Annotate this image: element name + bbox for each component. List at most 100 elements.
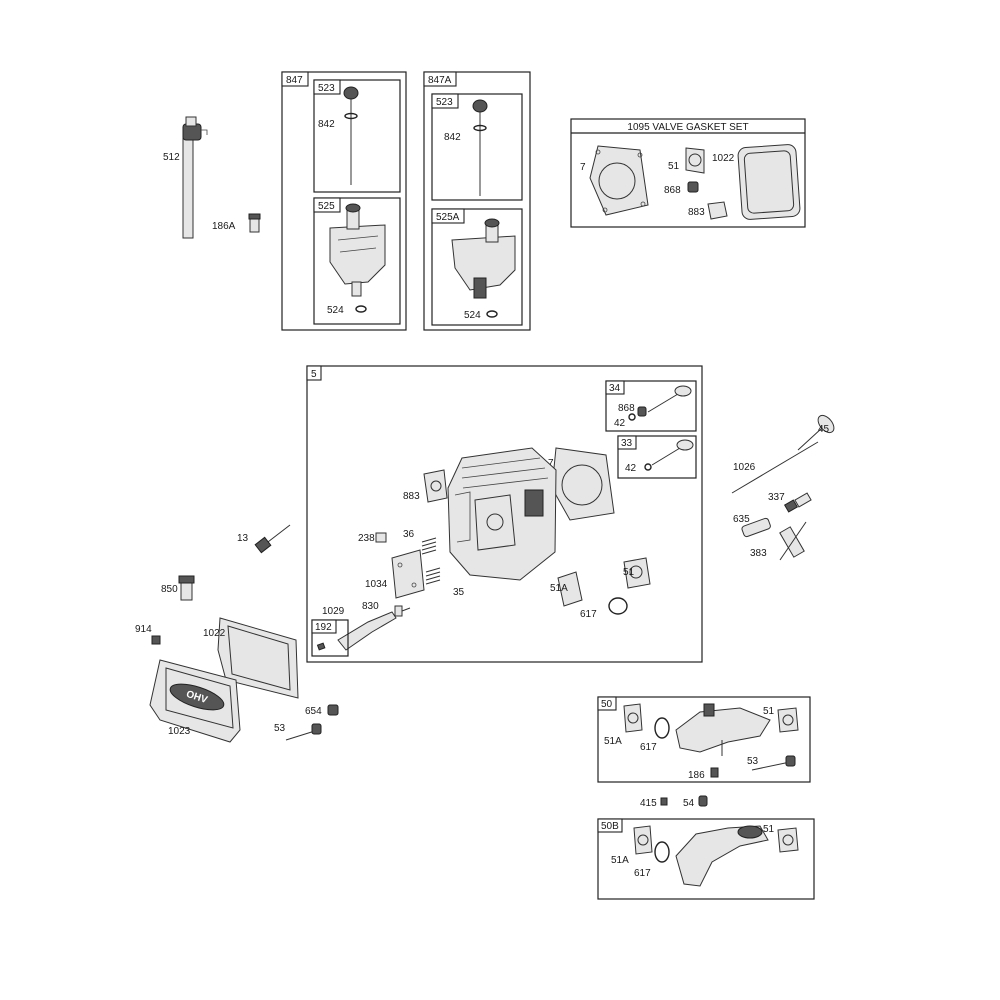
valve-cover-1023-part: OHV <box>149 659 241 743</box>
head-gasket-7-part <box>551 447 615 521</box>
rocker-arm-1029-part <box>337 611 397 651</box>
group-box-50-intake <box>597 696 811 783</box>
sub-box-523 <box>313 79 401 193</box>
part-label-830: 830 <box>362 601 379 612</box>
part-label-1029: 1029 <box>322 606 345 617</box>
dipstick-tube-part <box>182 116 208 239</box>
intake-manifold-b-part <box>675 825 769 887</box>
group-title-847a: 847A <box>428 75 452 86</box>
spark-plug-337-part <box>783 492 812 513</box>
part-label-51a-c: 51A <box>604 736 622 747</box>
nut-54-part <box>698 795 708 807</box>
part-label-512: 512 <box>163 152 180 163</box>
group-box-847a <box>423 71 531 331</box>
sub-box-label-525: 525 <box>318 201 335 212</box>
group-title-50b: 50B <box>601 821 619 832</box>
part-label-186a: 186A <box>212 221 236 232</box>
sub-box-33 <box>617 435 697 479</box>
valve-cover-gasket-part <box>737 144 801 220</box>
sub-box-label-523-b: 523 <box>436 97 453 108</box>
push-rod-1026-part <box>731 441 819 494</box>
part-label-51a: 51A <box>550 583 568 594</box>
part-label-186: 186 <box>688 770 705 781</box>
group-title-33: 33 <box>621 438 633 449</box>
part-label-51a-d: 51A <box>611 855 629 866</box>
part-label-524: 524 <box>327 305 344 316</box>
part-label-45: 45 <box>818 424 830 435</box>
part-label-54: 54 <box>683 798 695 809</box>
exhaust-valve-34-part <box>628 385 692 421</box>
part-label-1026: 1026 <box>733 462 756 473</box>
bolt-13-part <box>254 524 291 554</box>
part-label-13: 13 <box>237 533 249 544</box>
sub-box-34 <box>605 380 697 432</box>
group-box-50b-intake <box>597 818 815 900</box>
part-label-238: 238 <box>358 533 375 544</box>
part-label-883-b: 883 <box>403 491 420 502</box>
part-label-51-d: 51 <box>763 824 775 835</box>
gasket-51-d-part <box>777 827 799 853</box>
part-label-53: 53 <box>274 723 286 734</box>
part-label-1022-b: 1022 <box>203 628 226 639</box>
intake-valve-33-part <box>644 439 694 471</box>
cylinder-head-part <box>447 447 557 581</box>
sleeve-635-part <box>741 517 771 538</box>
part-label-524-b: 524 <box>464 310 481 321</box>
screw-415-part <box>660 797 668 806</box>
part-label-617-c: 617 <box>634 868 651 879</box>
part-label-883: 883 <box>688 207 705 218</box>
part-label-1022: 1022 <box>712 153 735 164</box>
part-label-850: 850 <box>161 584 178 595</box>
gasket-51a-c-part <box>623 703 643 733</box>
valve-seal-868-part <box>687 181 699 193</box>
screw-192-part <box>316 642 326 651</box>
group-title-847: 847 <box>286 75 303 86</box>
group-box-1095-valve-gasket-set <box>570 118 806 228</box>
o-ring-617-part <box>608 597 628 615</box>
stud-53-b-part <box>751 755 796 771</box>
dipstick-part <box>343 86 359 185</box>
sub-box-523-b <box>431 93 523 201</box>
group-title-5: 5 <box>311 369 317 380</box>
part-label-842: 842 <box>318 119 335 130</box>
bolt-186a-part <box>248 213 261 233</box>
sub-box-label-525a: 525A <box>436 212 460 223</box>
gasket-51a-d-part <box>633 825 653 855</box>
gasket-51-c-part <box>777 707 799 733</box>
dipstick-part-b <box>472 99 488 196</box>
part-label-842-b: 842 <box>444 132 461 143</box>
valve-spring-35-part <box>425 567 441 585</box>
head-gasket-part <box>589 145 649 216</box>
part-label-42-b: 42 <box>625 463 637 474</box>
group-title-50: 50 <box>601 699 613 710</box>
part-label-51-b: 51 <box>623 567 635 578</box>
group-title-192: 192 <box>315 622 332 633</box>
o-ring-524-b <box>486 310 498 318</box>
part-label-51: 51 <box>668 161 680 172</box>
sub-box-525a <box>431 208 523 326</box>
oil-fill-tube-part-b <box>451 218 516 299</box>
nut-654-part <box>327 704 339 716</box>
screw-186-part <box>710 767 719 778</box>
plate-1034-part <box>391 549 425 599</box>
breather-383-part <box>779 521 807 561</box>
part-label-1023: 1023 <box>168 726 191 737</box>
intake-gasket-part <box>685 147 705 174</box>
part-label-617: 617 <box>580 609 597 620</box>
part-label-53-b: 53 <box>747 756 759 767</box>
o-ring-617-b-part <box>654 717 670 739</box>
part-label-7-b: 7 <box>548 458 554 469</box>
breather-850-part <box>178 575 195 601</box>
part-label-36: 36 <box>403 529 415 540</box>
rocker-stud-830-part <box>394 605 411 617</box>
nut-914-part <box>151 635 161 645</box>
valve-spring-36-part <box>421 537 437 555</box>
part-label-654: 654 <box>305 706 322 717</box>
part-label-383: 383 <box>750 548 767 559</box>
valve-cover-gasket-1022-part <box>217 617 299 699</box>
sub-box-525 <box>313 197 401 325</box>
part-label-868-b: 868 <box>618 403 635 414</box>
intake-manifold-part <box>675 703 771 756</box>
part-label-35: 35 <box>453 587 465 598</box>
